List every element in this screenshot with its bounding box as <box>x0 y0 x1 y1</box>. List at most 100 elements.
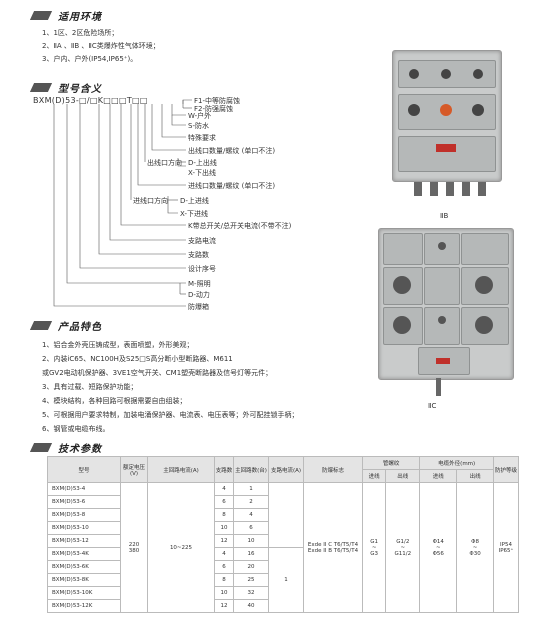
cell-branch-current: 1 <box>268 547 304 613</box>
cell-main-count: 1 <box>233 482 269 496</box>
th-in: 进线 <box>361 469 387 483</box>
env-line: 1、1区、2区危险场所； <box>42 29 119 37</box>
cell-model: BXM(D)53-6K <box>47 560 121 574</box>
cell-main-count: 32 <box>233 586 269 600</box>
cell-thread-in: G1 ~ G3 <box>361 482 387 613</box>
feature-line: 1、铝合金外壳压铸成型，表面喷塑，外形美观； <box>42 341 194 349</box>
label-in-d: D-上进线 <box>180 197 209 205</box>
label-out-d: D-上出线 <box>188 159 217 167</box>
label-design: 设计序号 <box>188 265 216 273</box>
label-m: M-照明 <box>188 280 211 288</box>
cell-main-count: 10 <box>233 534 269 548</box>
th-main-current: 主回路电流(A) <box>147 456 215 483</box>
th-out2: 出线 <box>456 469 494 483</box>
cell-branch-count: 8 <box>214 573 234 587</box>
cell-model: BXM(D)53-8 <box>47 508 121 522</box>
caption-iic: ⅡC <box>428 402 437 410</box>
cell-model: BXM(D)53-4K <box>47 547 121 561</box>
feature-line: 2、内装iC65、NC100H及S25□S高分断小型断路器、M611 <box>42 355 233 363</box>
cell-thread-out: G1/2 ~ G11/2 <box>385 482 421 613</box>
cell-branch-count: 6 <box>214 495 234 509</box>
cell-branch-count: 10 <box>214 586 234 600</box>
cell-od-in: Φ14 ~ Φ56 <box>419 482 458 613</box>
cell-od-out: Φ8 ~ Φ30 <box>456 482 494 613</box>
label-f2: F2-防强腐蚀 <box>194 105 234 113</box>
spec-table: 型号 额定电压(V) 主回路电流(A) 支路数 主回路数(台) 支路电流(A) … <box>47 456 519 613</box>
env-line: 3、户内、户外(IP54,IP65⁺)。 <box>42 55 138 63</box>
th-thread: 管螺纹 <box>361 456 421 470</box>
model-diagram-lines <box>53 99 192 307</box>
cell-branch-count: 4 <box>214 482 234 496</box>
cell-model: BXM(D)53-10 <box>47 521 121 535</box>
cell-model: BXM(D)53-12K <box>47 599 121 613</box>
label-out-x: X-下出线 <box>188 169 216 177</box>
th-out: 出线 <box>385 469 421 483</box>
section-bar <box>29 443 53 452</box>
section-bar <box>29 321 53 330</box>
th-protection: 防护等级 <box>493 456 519 483</box>
label-k: K带总开关/总开关电流(不带不注) <box>188 222 292 230</box>
section-title: 技术参数 <box>58 444 102 455</box>
section-title: 适用环境 <box>58 12 102 23</box>
env-line: 2、ⅡA 、ⅡB 、ⅡC类爆炸性气体环境； <box>42 42 160 50</box>
section-title: 产品特色 <box>58 322 102 333</box>
label-branch-current: 支路电流 <box>188 237 216 245</box>
section-features: 产品特色 <box>29 318 102 333</box>
cell-model: BXM(D)53-6 <box>47 495 121 509</box>
cell-model: BXM(D)53-4 <box>47 482 121 496</box>
section-title: 型号含义 <box>58 84 102 95</box>
label-in-count: 进线口数量/螺纹 (单口不注) <box>188 182 276 190</box>
feature-line: 6、钢管或电缆布线。 <box>42 425 110 433</box>
cell-main-count: 6 <box>233 521 269 535</box>
cell-main-count: 20 <box>233 560 269 574</box>
cell-branch-count: 6 <box>214 560 234 574</box>
cell-model: BXM(D)53-10K <box>47 586 121 600</box>
label-special: 特殊要求 <box>188 134 216 142</box>
cell-main-count: 40 <box>233 599 269 613</box>
cell-branch-count: 8 <box>214 508 234 522</box>
label-in-x: X-下进线 <box>180 210 208 218</box>
label-in-dir: 进线口方向 <box>133 197 168 205</box>
th-cable-od: 电缆外径(mm) <box>419 456 494 470</box>
section-environment: 适用环境 <box>29 8 102 23</box>
caption-iib: ⅡB <box>440 212 449 220</box>
label-out-count: 出线口数量/螺纹 (单口不注) <box>188 147 276 155</box>
cell-ex-mark: Exde II C T6/T5/T4 Exde II B T6/T5/T4 <box>303 482 363 613</box>
feature-line: 5、可根据用户要求特制，加装电涌保护器、电流表、电压表等；外可配挂锁手柄； <box>42 411 299 419</box>
th-in2: 进线 <box>419 469 458 483</box>
label-branch-count: 支路数 <box>188 251 209 259</box>
cell-main-count: 16 <box>233 547 269 561</box>
cell-main-current: 10~225 <box>147 482 215 613</box>
feature-line: 3、具有过载、短路保护功能； <box>42 383 138 391</box>
th-main-count: 主回路数(台) <box>233 456 269 483</box>
label-box: 防爆箱 <box>188 303 209 311</box>
cell-model: BXM(D)53-8K <box>47 573 121 587</box>
th-branch-current: 支路电流(A) <box>268 456 304 483</box>
cell-branch-count: 4 <box>214 547 234 561</box>
label-out-dir: 出线口方向 <box>147 159 182 167</box>
th-ex-mark: 防爆标志 <box>303 456 363 483</box>
cell-model: BXM(D)53-12 <box>47 534 121 548</box>
cell-branch-count: 12 <box>214 599 234 613</box>
cell-main-count: 25 <box>233 573 269 587</box>
feature-line: 4、模块结构，各种回路可根据需要自由组装； <box>42 397 187 405</box>
cell-protection: IP54 IP65⁺ <box>493 482 519 613</box>
cell-voltage: 220 380 <box>120 482 148 613</box>
cell-main-count: 4 <box>233 508 269 522</box>
label-s: S-防水 <box>188 122 209 130</box>
feature-line: 或GV2电动机保护器、3VE1空气开关、CM1塑壳断路器及信号灯等元件； <box>42 369 273 377</box>
th-model: 型号 <box>47 456 121 483</box>
cell-branch-current-blank <box>268 482 304 548</box>
model-code: BXM(D)53-□/□K□□□T□□ <box>33 96 148 105</box>
section-model: 型号含义 <box>29 80 102 95</box>
cell-main-count: 2 <box>233 495 269 509</box>
th-branch-count: 支路数 <box>214 456 234 483</box>
label-f1: F1-中等防腐蚀 <box>194 97 241 105</box>
cell-branch-count: 10 <box>214 521 234 535</box>
